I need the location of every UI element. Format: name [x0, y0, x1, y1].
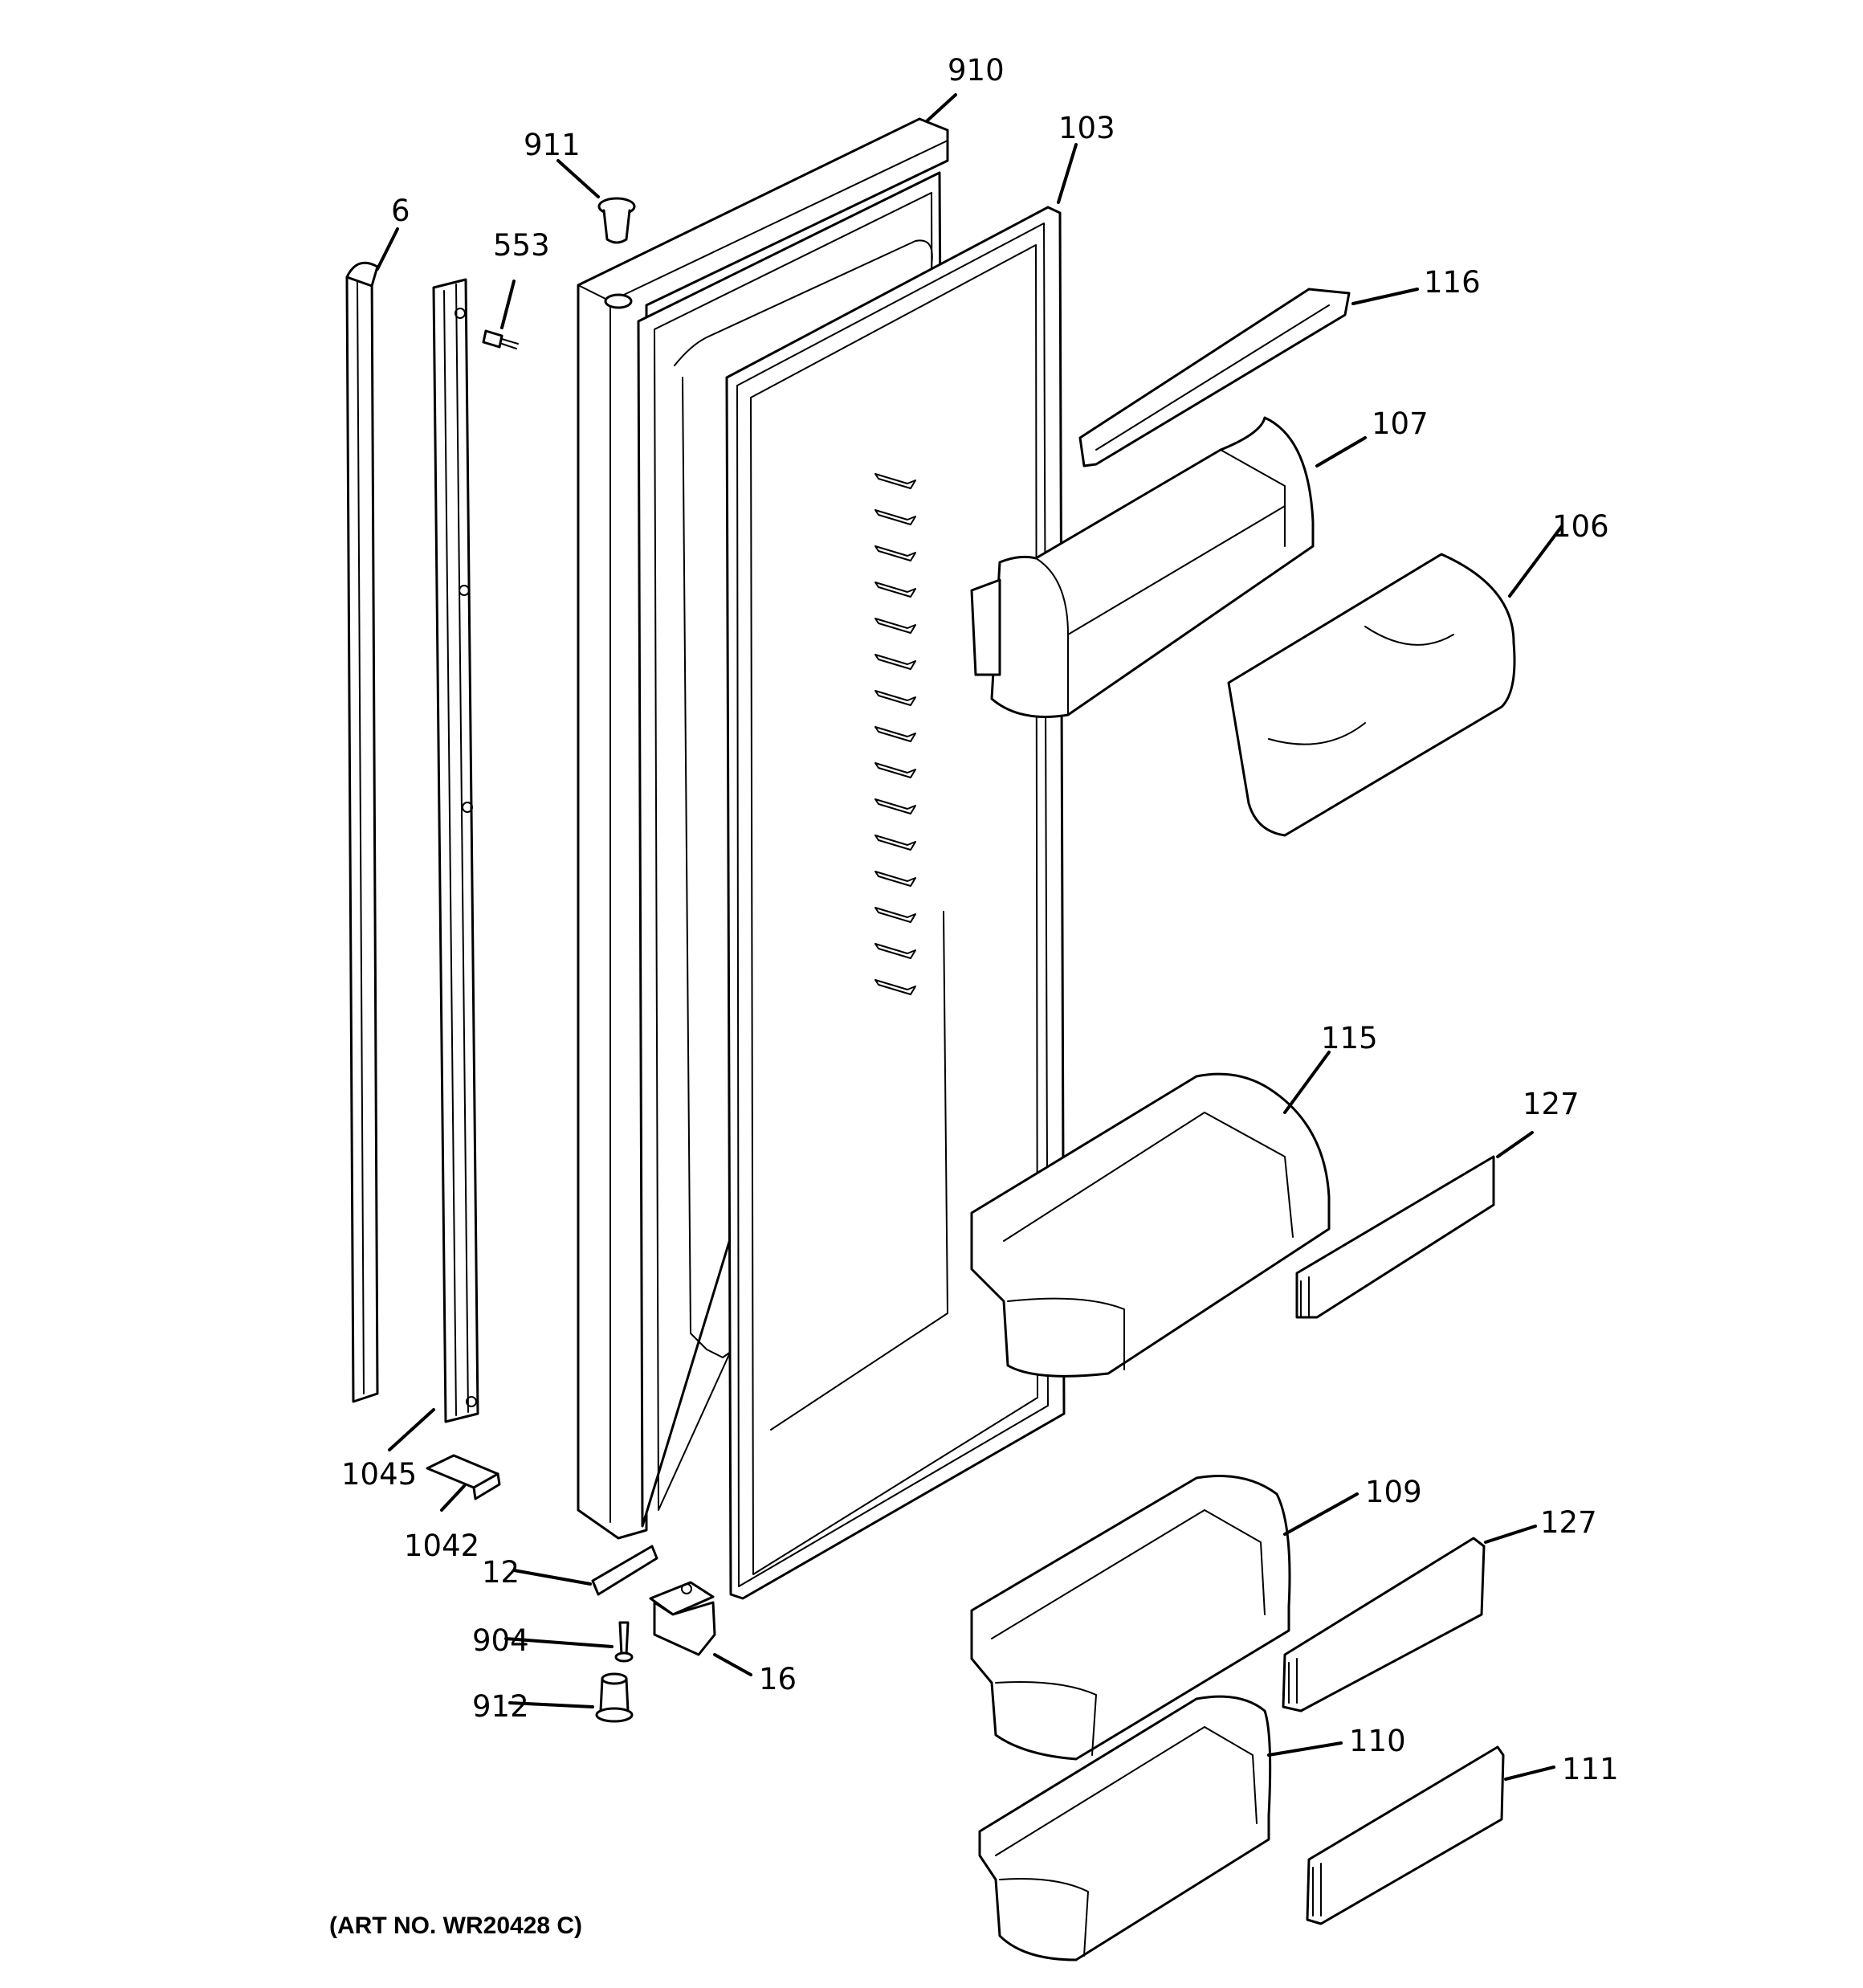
- part-109-door-bin[interactable]: [970, 1475, 1291, 1761]
- part-1042-bracket[interactable]: [426, 1454, 501, 1500]
- callout-16: 16: [759, 1662, 797, 1696]
- art-number: (ART NO. WR20428 C): [329, 1912, 582, 1939]
- door-shelf-tabs: [874, 473, 916, 995]
- callout-103: 103: [1058, 111, 1115, 145]
- part-107-door-bin[interactable]: [970, 416, 1315, 718]
- callout-127-lower: 127: [1540, 1505, 1597, 1540]
- part-116-retainer-bar[interactable]: [1078, 288, 1351, 467]
- callout-553: 553: [493, 228, 550, 263]
- part-16-hinge-block[interactable]: [649, 1581, 716, 1656]
- part-127-upper-panel[interactable]: [1295, 1155, 1495, 1319]
- callout-12: 12: [482, 1555, 520, 1590]
- callout-904: 904: [472, 1623, 529, 1658]
- callout-115: 115: [1321, 1021, 1378, 1055]
- callout-116: 116: [1424, 265, 1481, 300]
- part-110-door-bin[interactable]: [978, 1695, 1272, 1961]
- part-106-bin-cover[interactable]: [1227, 553, 1516, 837]
- part-553-screw[interactable]: [482, 329, 519, 349]
- callout-910: 910: [948, 53, 1005, 88]
- callout-110: 110: [1349, 1724, 1406, 1758]
- callout-1042: 1042: [404, 1529, 479, 1563]
- callout-106: 106: [1552, 509, 1609, 544]
- part-127-lower-panel[interactable]: [1282, 1537, 1486, 1712]
- part-1045-rail[interactable]: [432, 278, 479, 1423]
- part-912-hinge-pin[interactable]: [595, 1672, 634, 1723]
- callout-6: 6: [391, 194, 410, 228]
- part-904-screw[interactable]: [614, 1621, 634, 1663]
- leader-lines: [376, 93, 1563, 1781]
- callout-1045: 1045: [341, 1457, 417, 1492]
- part-115-door-bin[interactable]: [970, 1072, 1331, 1378]
- callout-912: 912: [472, 1689, 529, 1724]
- part-111-panel[interactable]: [1306, 1745, 1505, 1925]
- callout-109: 109: [1365, 1475, 1422, 1509]
- part-12-hinge-plate[interactable]: [591, 1545, 658, 1596]
- callout-111: 111: [1562, 1752, 1619, 1786]
- part-103-door-liner[interactable]: [725, 206, 1066, 1600]
- part-911-bushing[interactable]: [597, 197, 636, 244]
- callout-127-upper: 127: [1523, 1087, 1580, 1121]
- callout-labels: 910 911 103 6 553 116 107 106 115 127 10…: [341, 53, 1619, 1786]
- part-6-strip[interactable]: [345, 261, 379, 1403]
- callout-911: 911: [524, 128, 581, 162]
- callout-107: 107: [1372, 406, 1429, 441]
